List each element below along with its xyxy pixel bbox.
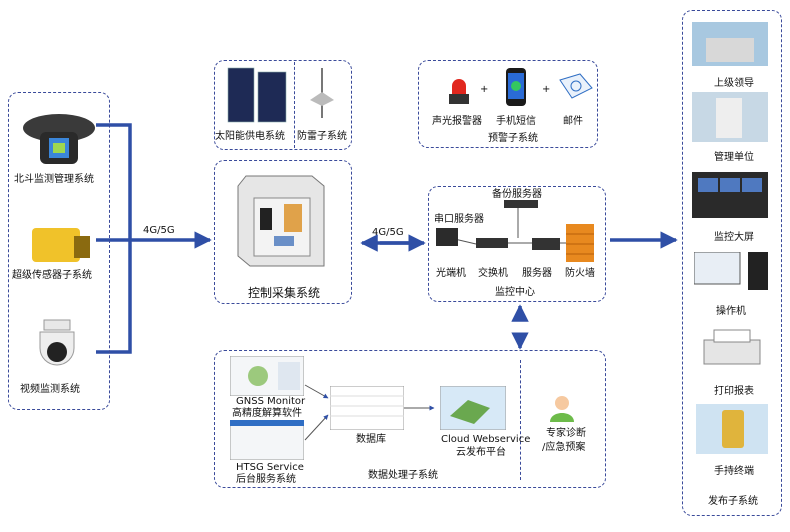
sensor-device-icon bbox=[32, 228, 90, 262]
printer-label: 打印报表 bbox=[714, 386, 754, 397]
mail-label: 邮件 bbox=[563, 116, 583, 127]
database-screen-icon bbox=[330, 386, 404, 430]
operator-pc-icon bbox=[694, 252, 768, 290]
control-box bbox=[214, 60, 352, 150]
lightning-rod-icon bbox=[310, 68, 334, 118]
alarm-light-icon bbox=[449, 79, 469, 104]
control-divider bbox=[294, 62, 295, 148]
alarm-label: 声光报警器 bbox=[432, 116, 482, 127]
printer-icon bbox=[703, 329, 761, 365]
firewall-icon bbox=[566, 224, 594, 262]
cloud-webservice-icon bbox=[440, 386, 506, 430]
cloud-label-1: Cloud Webservice bbox=[441, 434, 531, 445]
optical-label: 光端机 bbox=[436, 268, 466, 279]
screen-label: 监控大屏 bbox=[714, 232, 754, 243]
monitor-title: 监控中心 bbox=[495, 287, 535, 298]
server-icon bbox=[532, 238, 560, 250]
warning-title: 预警子系统 bbox=[488, 133, 538, 144]
dome-camera-icon bbox=[39, 319, 75, 366]
right-link-label: 4G/5G bbox=[372, 227, 404, 238]
control-title: 控制采集系统 bbox=[248, 286, 321, 300]
switch-icon bbox=[476, 238, 508, 248]
big-screen-icon bbox=[692, 172, 768, 218]
warning-box bbox=[418, 60, 598, 148]
htsg-screen-icon bbox=[230, 420, 304, 460]
htsg-label-1: HTSG Service bbox=[236, 462, 304, 473]
expert-label-2: /应急预案 bbox=[542, 442, 586, 453]
leader-building-icon bbox=[692, 22, 768, 66]
sensors-box bbox=[8, 92, 110, 410]
gnss-monitor-screen-icon bbox=[230, 356, 304, 396]
backup-server-icon bbox=[504, 200, 538, 208]
gnss-label-1: GNSS Monitor bbox=[236, 396, 306, 407]
plus-1: + bbox=[480, 84, 489, 95]
db-label: 数据库 bbox=[356, 434, 386, 445]
handheld-label: 手持终端 bbox=[714, 466, 754, 477]
expert-label-1: 专家诊断 bbox=[546, 428, 586, 439]
gnss-receiver-icon bbox=[23, 114, 95, 164]
publish-title: 发布子系统 bbox=[708, 496, 758, 507]
lightning-label: 防雷子系统 bbox=[297, 131, 347, 142]
leader-label: 上级领导 bbox=[714, 78, 754, 89]
beidou-label: 北斗监测管理系统 bbox=[14, 174, 94, 185]
expert-doctor-icon bbox=[550, 396, 574, 422]
data-processing-box bbox=[214, 350, 606, 488]
serial-server-icon bbox=[436, 228, 458, 246]
data-divider bbox=[520, 360, 521, 480]
server-label: 服务器 bbox=[522, 268, 552, 279]
management-building-icon bbox=[692, 92, 768, 142]
handheld-terminal-icon bbox=[696, 404, 768, 454]
data-title: 数据处理子系统 bbox=[368, 470, 438, 481]
sms-label: 手机短信 bbox=[496, 116, 536, 127]
solar-label: 太阳能供电系统 bbox=[215, 131, 285, 142]
gnss-label-2: 高精度解算软件 bbox=[232, 408, 302, 419]
firewall-label: 防火墙 bbox=[565, 268, 595, 279]
cabinet-box bbox=[214, 160, 352, 304]
switch-label: 交换机 bbox=[478, 268, 508, 279]
left-link-label: 4G/5G bbox=[143, 225, 175, 236]
htsg-label-2: 后台服务系统 bbox=[236, 474, 296, 485]
solar-panel-icon bbox=[227, 67, 287, 123]
control-cabinet-icon bbox=[237, 175, 325, 267]
backup-label: 备份服务器 bbox=[492, 189, 542, 200]
htsg-db-line bbox=[304, 414, 329, 441]
unit-label: 管理单位 bbox=[714, 152, 754, 163]
phone-sms-icon bbox=[506, 68, 526, 106]
plus-2: + bbox=[542, 84, 551, 95]
pc-label: 操作机 bbox=[716, 306, 746, 317]
publish-box bbox=[682, 10, 782, 516]
cloud-label-2: 云发布平台 bbox=[456, 447, 506, 458]
monitor-center-box bbox=[428, 186, 606, 302]
email-icon bbox=[559, 73, 593, 99]
serial-label: 串口服务器 bbox=[434, 214, 484, 225]
video-label: 视频监测系统 bbox=[20, 384, 80, 395]
sensor-label: 超级传感器子系统 bbox=[12, 270, 92, 281]
gnss-db-line bbox=[304, 384, 329, 399]
